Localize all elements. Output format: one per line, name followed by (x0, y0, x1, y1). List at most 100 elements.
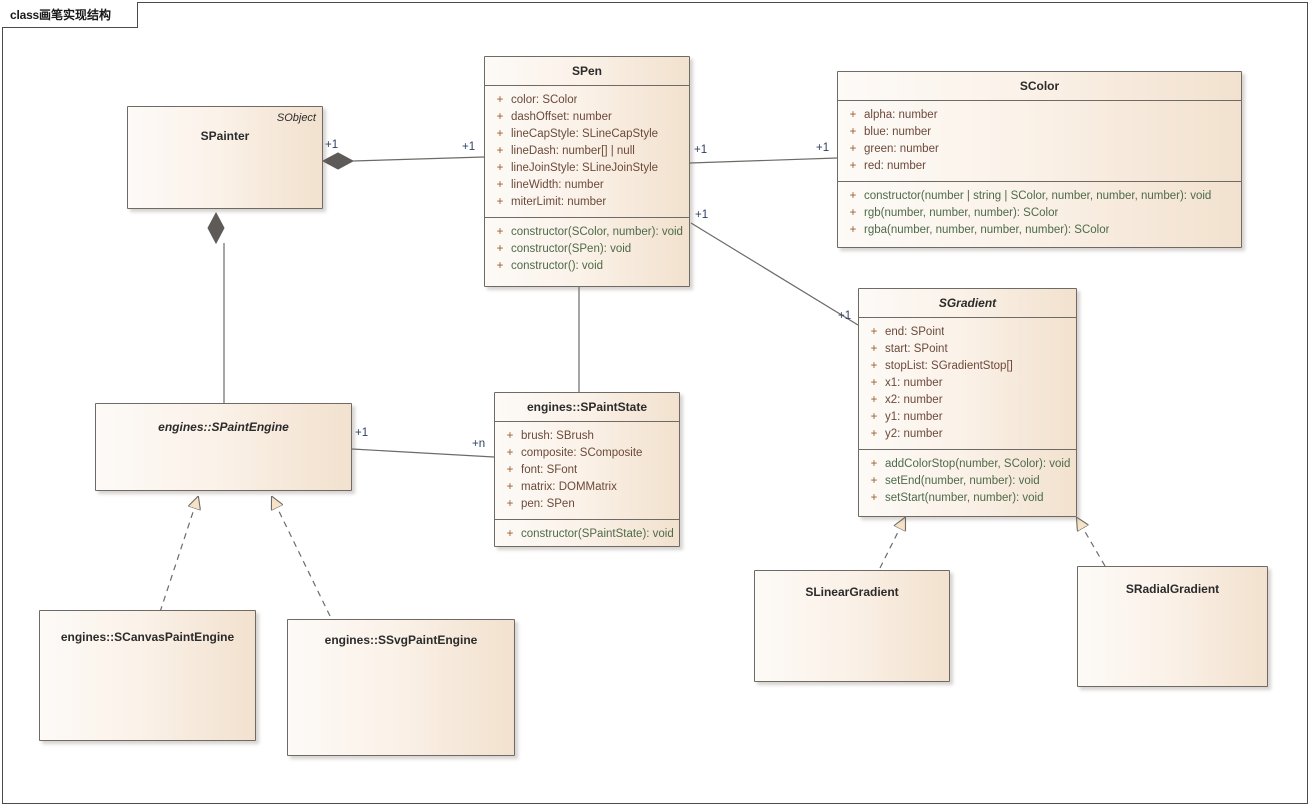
link-sradialgradient-sgradient (1077, 518, 1106, 567)
visibility-marker: + (496, 162, 504, 174)
class-operations-spen: +constructor(SColor, number): void +cons… (485, 217, 689, 281)
class-title-spaintengine: engines::SPaintEngine (96, 404, 351, 441)
link-slineargradient-sgradient (879, 518, 905, 569)
multiplicity-pen-gradient-target: +1 (838, 310, 852, 322)
class-box-spainter[interactable]: SObject SPainter (127, 106, 323, 209)
class-attributes-sgradient: +end: SPoint +start: SPoint +stopList: S… (859, 318, 1076, 449)
visibility-marker: + (506, 498, 514, 510)
class-title-spaintstate: engines::SPaintState (495, 393, 679, 422)
class-box-scanvaspaintengine[interactable]: engines::SCanvasPaintEngine (39, 610, 256, 741)
class-box-slineargradient[interactable]: SLinearGradient (754, 570, 950, 682)
class-box-sgradient[interactable]: SGradient +end: SPoint +start: SPoint +s… (858, 288, 1077, 517)
visibility-marker: + (870, 394, 878, 406)
visibility-marker: + (496, 226, 504, 238)
visibility-marker: + (496, 111, 504, 123)
class-member: +brush: SBrush (499, 428, 675, 445)
class-member: +x1: number (863, 375, 1072, 392)
class-name-scolor: SColor (1019, 79, 1060, 93)
visibility-marker: + (870, 360, 878, 372)
class-box-scolor[interactable]: SColor +alpha: number +blue: number +gre… (837, 71, 1242, 248)
class-member: +rgb(number, number, number): SColor (842, 205, 1237, 222)
visibility-marker: + (496, 260, 504, 272)
class-member: +constructor(SColor, number): void (489, 224, 685, 241)
class-attributes-spaintstate: +brush: SBrush +composite: SComposite +f… (495, 422, 679, 519)
class-member: +rgba(number, number, number, number): S… (842, 222, 1237, 239)
visibility-marker: + (849, 224, 857, 236)
visibility-marker: + (870, 377, 878, 389)
class-name-spainter: SPainter (200, 129, 250, 143)
link-spainter-spen (321, 152, 485, 170)
link-scanvaspaintengine-spaintengine (159, 497, 198, 613)
class-title-sgradient: SGradient (859, 289, 1076, 318)
visibility-marker: + (496, 243, 504, 255)
class-member: +addColorStop(number, SColor): void (863, 456, 1072, 473)
visibility-marker: + (849, 207, 857, 219)
class-box-sradialgradient[interactable]: SRadialGradient (1077, 566, 1268, 687)
link-spen-scolor (689, 157, 838, 164)
multiplicity-painter-pen-source: +1 (325, 139, 339, 151)
class-stereotype-spainter: SObject (276, 112, 316, 124)
class-name-spaintstate: engines::SPaintState (526, 400, 648, 414)
class-member: +constructor(SPaintState): void (499, 526, 675, 543)
visibility-marker: + (506, 528, 514, 540)
multiplicity-painter-pen-target: +1 (462, 141, 476, 153)
class-attributes-spen: +color: SColor +dashOffset: number +line… (485, 86, 689, 217)
class-member: +setStart(number, number): void (863, 490, 1072, 507)
visibility-marker: + (870, 458, 878, 470)
class-box-spaintengine[interactable]: engines::SPaintEngine (95, 403, 352, 491)
visibility-marker: + (870, 492, 878, 504)
multiplicity-engine-state-target: +n (472, 438, 486, 450)
class-name-sgradient: SGradient (938, 296, 997, 310)
visibility-marker: + (496, 145, 504, 157)
class-title-spen: SPen (485, 57, 689, 86)
class-member: +pen: SPen (499, 496, 675, 513)
class-operations-spaintstate: +constructor(SPaintState): void (495, 519, 679, 546)
class-member: +setEnd(number, number): void (863, 473, 1072, 490)
class-title-spainter: SObject SPainter (128, 107, 322, 150)
class-member: +constructor(): void (489, 258, 685, 275)
class-operations-scolor: +constructor(number | string | SColor, n… (838, 181, 1241, 245)
class-title-scolor: SColor (838, 72, 1241, 101)
class-box-ssvgpaintengine[interactable]: engines::SSvgPaintEngine (287, 619, 515, 756)
class-member: +start: SPoint (863, 341, 1072, 358)
class-member: +constructor(number | string | SColor, n… (842, 188, 1237, 205)
multiplicity-pen-gradient-source: +1 (695, 209, 709, 221)
class-name-ssvgpaintengine: engines::SSvgPaintEngine (324, 633, 478, 647)
class-attributes-scolor: +alpha: number +blue: number +green: num… (838, 101, 1241, 181)
visibility-marker: + (849, 126, 857, 138)
visibility-marker: + (496, 196, 504, 208)
diagram-frame-keyword: class (10, 7, 40, 22)
class-title-scanvaspaintengine: engines::SCanvasPaintEngine (40, 611, 255, 651)
class-operations-sgradient: +addColorStop(number, SColor): void +set… (859, 449, 1076, 513)
visibility-marker: + (849, 190, 857, 202)
diagram-frame-title: 画笔实现结构 (39, 8, 112, 22)
class-name-sradialgradient: SRadialGradient (1125, 582, 1220, 596)
visibility-marker: + (506, 430, 514, 442)
visibility-marker: + (506, 447, 514, 459)
class-member: +constructor(SPen): void (489, 241, 685, 258)
class-member: +matrix: DOMMatrix (499, 479, 675, 496)
class-box-spen[interactable]: SPen +color: SColor +dashOffset: number … (484, 56, 690, 287)
visibility-marker: + (506, 464, 514, 476)
visibility-marker: + (496, 94, 504, 106)
class-member: +lineJoinStyle: SLineJoinStyle (489, 160, 685, 177)
multiplicity-pen-color-target: +1 (816, 142, 830, 154)
class-member: +red: number (842, 158, 1237, 175)
class-title-sradialgradient: SRadialGradient (1078, 567, 1267, 603)
multiplicity-engine-state-source: +1 (355, 427, 369, 439)
class-title-ssvgpaintengine: engines::SSvgPaintEngine (288, 620, 514, 654)
visibility-marker: + (870, 411, 878, 423)
class-name-slineargradient: SLinearGradient (805, 585, 899, 599)
class-title-slineargradient: SLinearGradient (755, 571, 949, 606)
class-box-spaintstate[interactable]: engines::SPaintState +brush: SBrush +com… (494, 392, 680, 547)
class-member: +color: SColor (489, 92, 685, 109)
class-member: +lineDash: number[] | null (489, 143, 685, 160)
visibility-marker: + (496, 128, 504, 140)
link-spainter-spaintengine (207, 211, 225, 403)
class-member: +font: SFont (499, 462, 675, 479)
visibility-marker: + (849, 160, 857, 172)
class-member: +y2: number (863, 426, 1072, 443)
class-member: +stopList: SGradientStop[] (863, 358, 1072, 375)
